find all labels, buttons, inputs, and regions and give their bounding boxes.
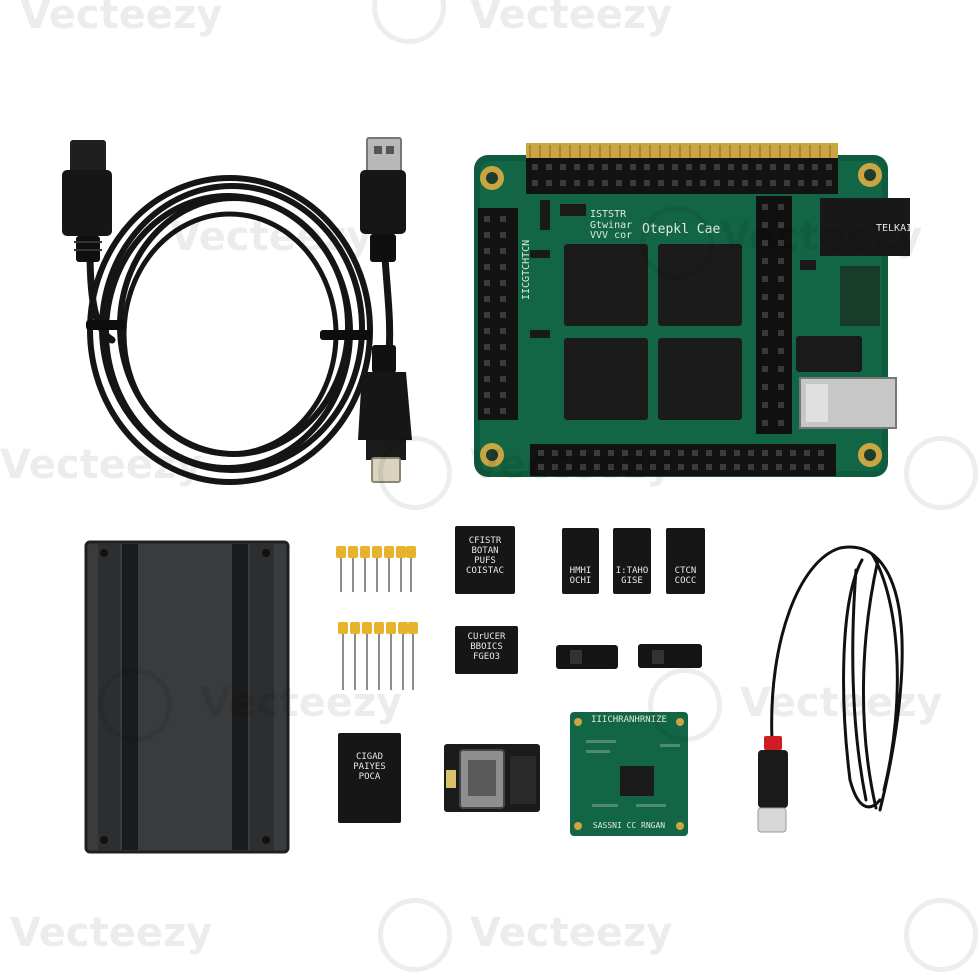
- main-board-port-label: TELKAI: [876, 223, 913, 234]
- main-chip: [658, 338, 742, 420]
- usb-port: [796, 336, 862, 372]
- sensor-module-bottom-label: SASSNI CC RNGAN: [592, 821, 666, 830]
- sensor-module-top-label: IIICHRANHRNIZE: [591, 715, 667, 725]
- chip-f: [338, 733, 401, 823]
- main-chip: [564, 244, 648, 326]
- cable-tie: [320, 330, 372, 340]
- main-board: [474, 143, 910, 477]
- hdmi-plug: [62, 140, 112, 262]
- chip-c-label: I:TAHO GISE: [615, 566, 649, 586]
- chip-b: [562, 528, 599, 594]
- pin-header-row: [338, 622, 418, 690]
- sensor-module: [570, 712, 688, 836]
- chip-f-label: CIGAD PAIYES POCA: [353, 752, 386, 782]
- chip-e: [455, 626, 518, 674]
- main-chip: [564, 338, 648, 420]
- sensor-probe: [757, 736, 788, 833]
- hdmi-plug-bottom: [358, 345, 412, 483]
- enclosure-case: [84, 540, 290, 854]
- chip-a-label: CFISTR BOTAN PUFS COISTAC: [466, 536, 504, 576]
- chip-d-label: CTCN COCC: [674, 566, 697, 586]
- sensor-cable: [770, 545, 904, 812]
- camera-module: [444, 744, 540, 812]
- usb-plug: [360, 137, 406, 262]
- main-board-label-right: Otepkl Cae: [642, 222, 721, 237]
- chip-b-label: HMHI OCHI: [569, 566, 592, 586]
- pin-header-row: [336, 546, 416, 592]
- cable-tie: [86, 320, 126, 330]
- port-connector: [820, 198, 910, 256]
- chip-a: [455, 526, 515, 594]
- main-board-label-left: ISTSTR Gtwinar VVV cor: [590, 209, 633, 241]
- chip-c: [613, 528, 651, 594]
- chip-e-label: CUrUCER BBOICS FGEO3: [467, 632, 506, 662]
- slide-switch: [556, 645, 618, 669]
- chip-d: [666, 528, 705, 594]
- slide-switch: [638, 644, 702, 668]
- main-chip: [658, 244, 742, 326]
- main-board-side-label: IICGTCHTCN: [521, 239, 532, 300]
